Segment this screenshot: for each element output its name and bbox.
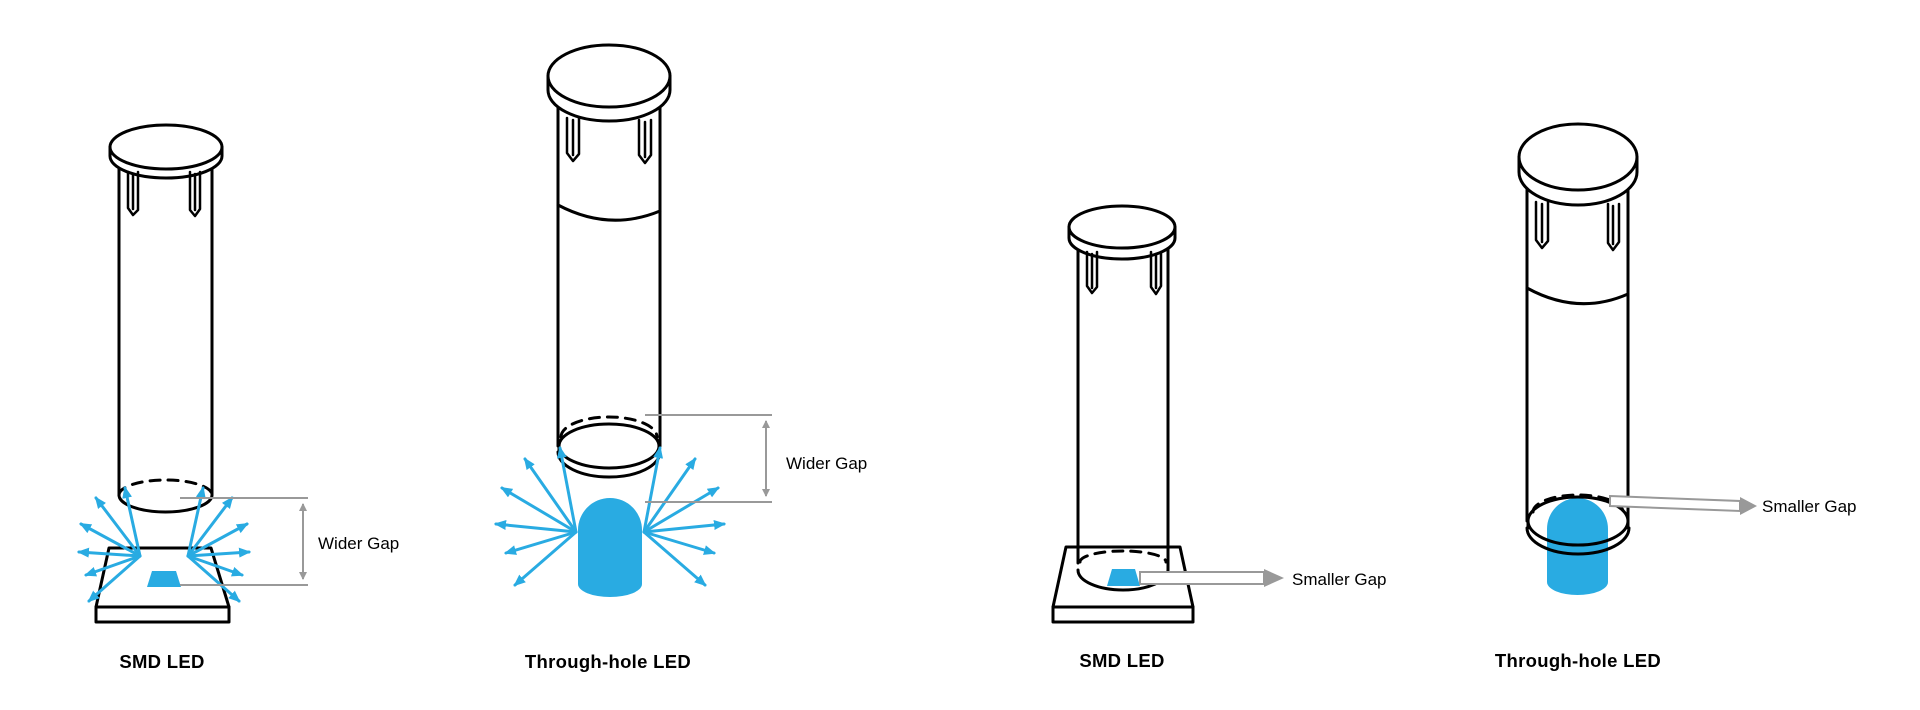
pipe-clip-right: [637, 118, 653, 165]
pipe-cap: [108, 123, 224, 171]
pipe-cap: [1517, 122, 1639, 192]
pipe-body: [117, 166, 214, 497]
light-rays: [77, 486, 251, 603]
pipe-bottom-disc: [557, 422, 661, 470]
pipe-clip-right: [1606, 202, 1621, 252]
callout-shaft: [1139, 571, 1265, 585]
diagram-smd-led-wider-gap: Wider Gap SMD LED: [77, 123, 399, 672]
pipe-bottom-flange: [1525, 519, 1631, 556]
pipe-bottom-dashed-rim: [1078, 549, 1168, 564]
pipe-clip-left: [126, 170, 140, 217]
pipe-bottom-rim: [117, 493, 214, 514]
gap-label: Smaller Gap: [1762, 497, 1856, 516]
light-pipe: [1067, 204, 1177, 592]
through-hole-led-dome: [1547, 498, 1608, 596]
pipe-body: [1076, 246, 1170, 572]
pipe-cap: [1067, 204, 1177, 250]
light-pipe: [546, 43, 672, 479]
callout-head: [1264, 569, 1284, 587]
pipe-clip-right: [188, 170, 202, 218]
light-rays: [494, 446, 726, 587]
callout-head: [1740, 497, 1757, 515]
diagram-through-hole-led-wider-gap: Wider Gap Through-hole LED: [494, 43, 867, 672]
gap-label: Wider Gap: [786, 454, 867, 473]
pipe-clip-right: [1149, 250, 1163, 296]
dimension-indicator: [645, 414, 772, 503]
gap-label: Smaller Gap: [1292, 570, 1386, 589]
pipe-clip-left: [1534, 200, 1550, 250]
diagram-label: SMD LED: [119, 651, 204, 672]
diagram-through-hole-led-smaller-gap: Smaller Gap Through-hole LED: [1495, 122, 1856, 671]
through-hole-led-dome: [578, 498, 642, 597]
smd-led-chip: [147, 571, 181, 587]
callout-arrow: [1609, 494, 1757, 515]
callout-arrow: [1139, 569, 1284, 587]
dimension-indicator: [180, 497, 308, 586]
diagram-label: Through-hole LED: [525, 651, 691, 672]
diagram-label: SMD LED: [1079, 650, 1164, 671]
gap-label: Wider Gap: [318, 534, 399, 553]
pipe-clip-left: [1085, 250, 1099, 295]
diagram-label: Through-hole LED: [1495, 650, 1661, 671]
pipe-section-line: [556, 203, 662, 222]
pipe-body: [1525, 185, 1630, 523]
diagram-smd-led-smaller-gap: Smaller Gap SMD LED: [1051, 204, 1386, 671]
pipe-body: [556, 105, 662, 448]
pipe-clip-left: [565, 116, 581, 163]
pcb-front-face: [94, 605, 231, 624]
pcb-front-face: [1051, 605, 1195, 624]
light-pipe: [108, 123, 224, 514]
pipe-bottom-dashed-rim: [117, 478, 214, 497]
pipe-cap: [546, 43, 672, 109]
light-pipe: [1517, 122, 1639, 556]
pipe-bottom-dashed-rim: [559, 415, 659, 439]
smd-led-chip: [1107, 569, 1140, 586]
pipe-section-line: [1525, 286, 1630, 306]
